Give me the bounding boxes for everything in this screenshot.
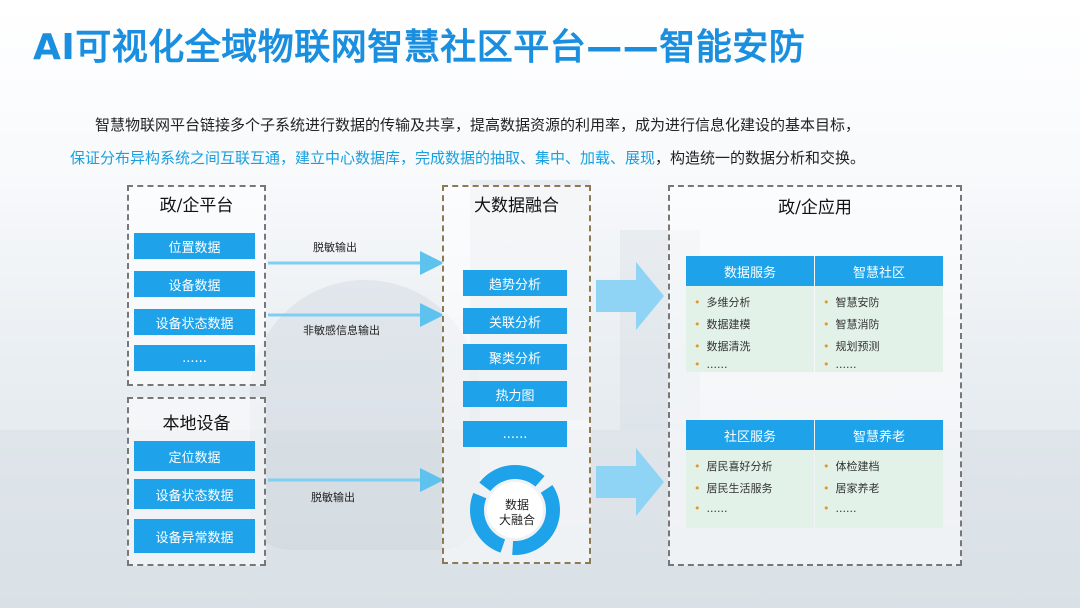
list-item: •居民喜好分析 — [694, 460, 773, 473]
bigdata-more[interactable]: ...... — [463, 421, 567, 447]
intro-line-1: 智慧物联网平台链接多个子系统进行数据的传输及共享，提高数据资源的利用率，成为进行… — [95, 116, 861, 134]
list-item: •多维分析 — [694, 296, 751, 309]
gov-platform-title: 政/企平台 — [159, 196, 234, 216]
list-item: •智慧安防 — [823, 296, 880, 309]
list-item: •规划预测 — [823, 340, 880, 353]
arrow-label-3: 脱敏输出 — [311, 491, 355, 504]
list-item: •智慧消防 — [823, 318, 880, 331]
panel-smart-community-head[interactable]: 智慧社区 — [815, 256, 943, 286]
panel-smart-elderly-head[interactable]: 智慧养老 — [815, 420, 943, 450]
list-item: •...... — [694, 358, 728, 371]
bigdata-title: 大数据融合 — [474, 196, 559, 216]
intro-highlight: 保证分布异构系统之间互联互通，建立中心数据库，完成数据的抽取、集中、加载、展现 — [70, 149, 656, 167]
gov-item-more[interactable]: ...... — [134, 345, 255, 371]
panel-data-service-body: •多维分析 •数据建模 •数据清洗 •...... — [686, 286, 814, 372]
panel-community-service-head[interactable]: 社区服务 — [686, 420, 814, 450]
ring-label-2: 大融合 — [499, 513, 536, 527]
gov-item-device[interactable]: 设备数据 — [134, 271, 255, 297]
gov-app-title: 政/企应用 — [778, 198, 852, 218]
panel-community-service-body: •居民喜好分析 •居民生活服务 •...... — [686, 450, 814, 528]
list-item: •...... — [823, 502, 857, 515]
list-item: •居家养老 — [823, 482, 880, 495]
panel-data-service-head[interactable]: 数据服务 — [686, 256, 814, 286]
big-arrow-bottom — [596, 448, 664, 516]
bigdata-trend[interactable]: 趋势分析 — [463, 270, 567, 296]
page-title: AI可视化全域物联网智慧社区平台——智能安防 — [33, 27, 806, 68]
intro-rest: ，构造统一的数据分析和交换。 — [655, 149, 866, 167]
intro-line-2: 保证分布异构系统之间互联互通，建立中心数据库，完成数据的抽取、集中、加载、展现，… — [70, 147, 1030, 168]
gov-item-device-status[interactable]: 设备状态数据 — [134, 309, 255, 335]
bigdata-correlation[interactable]: 关联分析 — [463, 308, 567, 334]
gov-item-location[interactable]: 位置数据 — [134, 233, 255, 259]
bigdata-heatmap[interactable]: 热力图 — [463, 381, 567, 407]
panel-smart-elderly-body: •体检建档 •居家养老 •...... — [815, 450, 943, 528]
bigdata-cluster[interactable]: 聚类分析 — [463, 344, 567, 370]
big-arrow-top — [596, 262, 664, 330]
arrow-label-2: 非敏感信息输出 — [303, 324, 380, 337]
list-item: •体检建档 — [823, 460, 880, 473]
panel-smart-community-body: •智慧安防 •智慧消防 •规划预测 •...... — [815, 286, 943, 372]
list-item: •...... — [823, 358, 857, 371]
local-item-device-status[interactable]: 设备状态数据 — [134, 479, 255, 509]
list-item: •居民生活服务 — [694, 482, 773, 495]
local-item-device-abnormal[interactable]: 设备异常数据 — [134, 519, 255, 553]
list-item: •数据清洗 — [694, 340, 751, 353]
ring-label-1: 数据 — [505, 498, 530, 512]
list-item: •...... — [694, 502, 728, 515]
list-item: •数据建模 — [694, 318, 751, 331]
arrow-label-1: 脱敏输出 — [313, 241, 357, 254]
local-item-position[interactable]: 定位数据 — [134, 441, 255, 471]
local-device-title: 本地设备 — [162, 414, 231, 434]
